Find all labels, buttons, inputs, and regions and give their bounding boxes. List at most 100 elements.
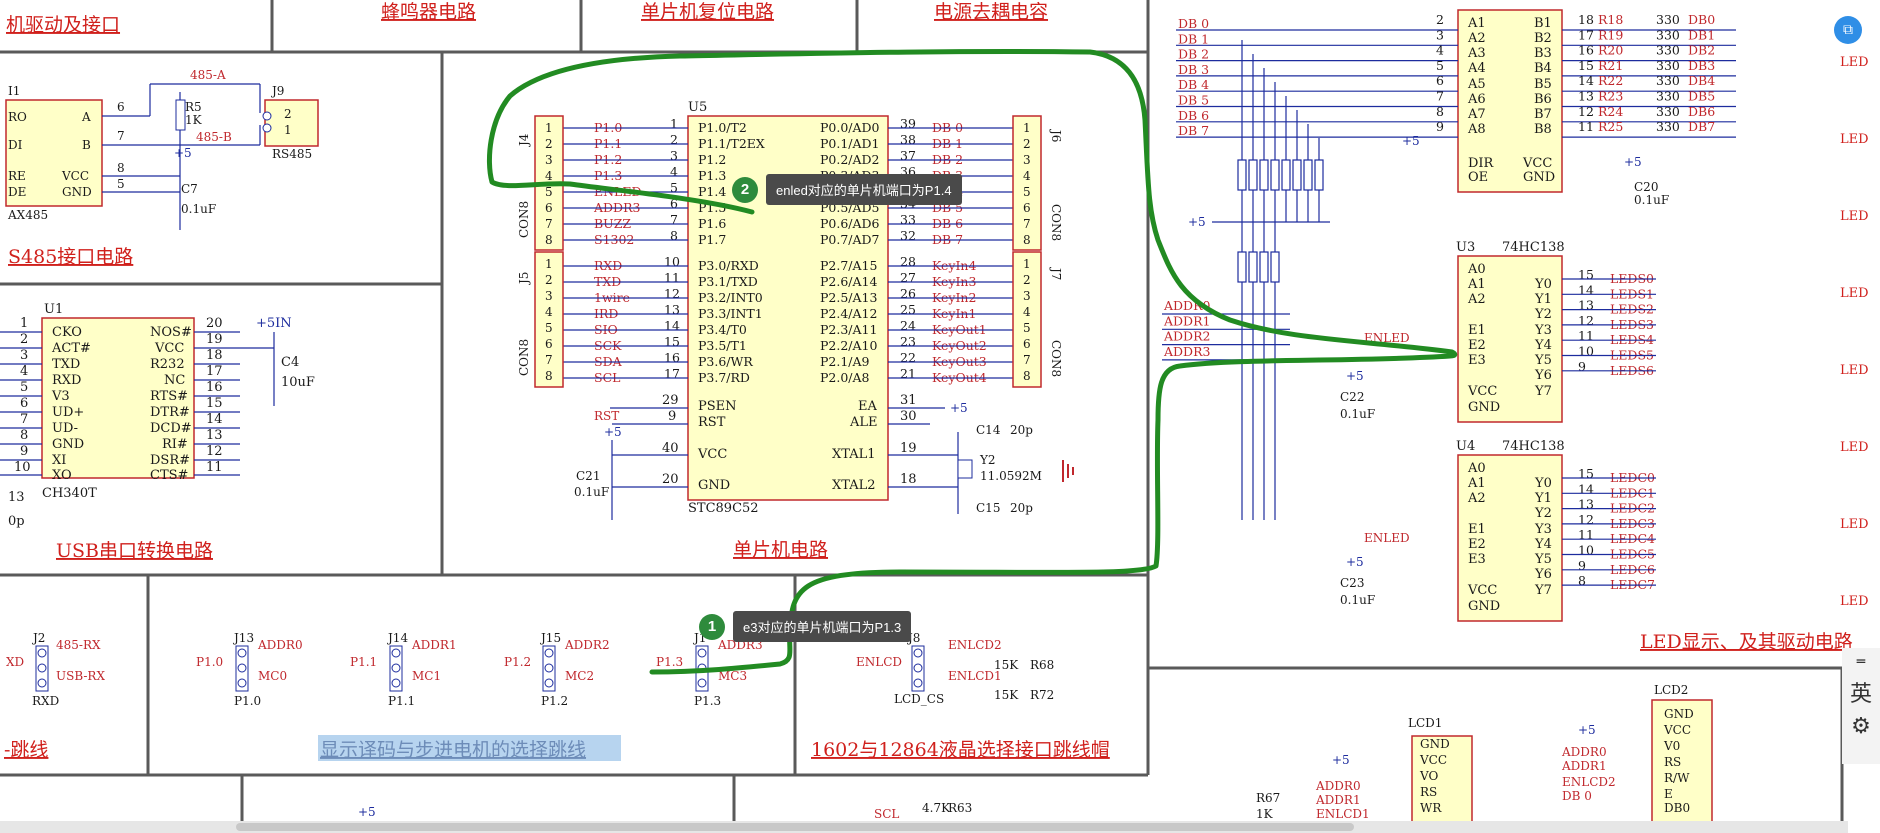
svg-text:VCC: VCC: [1663, 723, 1691, 737]
svg-text:CKO: CKO: [52, 325, 82, 340]
svg-text:J9: J9: [270, 84, 284, 98]
svg-text:NOS#: NOS#: [150, 325, 192, 340]
u5-pin-number: 28: [900, 254, 916, 269]
u5-pin-number: 23: [900, 334, 916, 349]
pin-number: 10: [1578, 543, 1594, 558]
svg-text:Y1: Y1: [1534, 491, 1552, 506]
svg-text:J6: J6: [1049, 128, 1063, 142]
resistor-ref: R21: [1598, 58, 1623, 73]
svg-text:ADDR1: ADDR1: [411, 638, 457, 652]
db-net-label: DB 7: [1178, 123, 1209, 138]
svg-text:E3: E3: [1468, 353, 1486, 368]
svg-text:J2: J2: [31, 631, 45, 645]
pen-annotations: [486, 48, 1458, 675]
svg-text:ADDR0: ADDR0: [1315, 779, 1361, 793]
svg-text:0.1uF: 0.1uF: [574, 485, 609, 499]
connector-pin: 4: [1023, 169, 1031, 183]
svg-text:B5: B5: [1534, 77, 1552, 92]
connector-pin: 3: [545, 153, 553, 167]
svg-text:+5: +5: [1346, 555, 1364, 569]
svg-text:XTAL2: XTAL2: [832, 478, 876, 493]
db-net-label: DB 4: [1178, 77, 1209, 92]
svg-text:A2: A2: [1467, 292, 1486, 307]
connector-pin: 2: [545, 273, 553, 287]
u5-pin-number: 21: [900, 366, 916, 381]
u5-pin-number: 10: [664, 254, 680, 269]
svg-text:8: 8: [117, 161, 125, 175]
svg-text:ADDR0: ADDR0: [257, 638, 303, 652]
svg-text:RXD: RXD: [52, 373, 81, 388]
u5-pin-number: 7: [670, 212, 678, 227]
svg-text:A: A: [81, 110, 91, 124]
scrollbar-thumb[interactable]: [236, 823, 1354, 831]
annotation-e3[interactable]: 1 e3对应的单片机端口为P1.3: [699, 611, 912, 642]
svg-text:P1.0: P1.0: [234, 694, 261, 708]
svg-text:U5: U5: [688, 100, 707, 115]
annotation-tooltip: e3对应的单片机端口为P1.3: [733, 611, 912, 642]
connector-pin: 3: [1023, 289, 1031, 303]
svg-text:RS: RS: [1664, 755, 1681, 769]
svg-text:TXD: TXD: [52, 357, 80, 372]
svg-text:RS: RS: [1420, 785, 1437, 799]
svg-text:LCD1: LCD1: [1408, 716, 1442, 730]
connector-pin: 8: [1023, 369, 1031, 383]
connector-pin: 5: [1023, 321, 1031, 335]
connector-pin: 7: [1023, 353, 1031, 367]
svg-text:3: 3: [20, 348, 28, 363]
pin-number: 11: [1578, 527, 1594, 542]
led-edge-label: LED: [1840, 363, 1869, 378]
svg-text:5: 5: [117, 177, 125, 191]
resistor-ref: R19: [1598, 27, 1623, 42]
language-toggle[interactable]: 英: [1849, 682, 1872, 707]
svg-text:RST: RST: [698, 415, 726, 430]
annotation-enled[interactable]: 2 enled对应的单片机端口为P1.4: [732, 174, 962, 205]
svg-text:RXD: RXD: [32, 694, 59, 708]
pin-number: 4: [1436, 43, 1444, 58]
connector-pin: 3: [545, 289, 553, 303]
floating-action-icon[interactable]: ⧉: [1834, 16, 1862, 44]
svg-text:+5: +5: [1332, 753, 1350, 767]
svg-text:ADDR1: ADDR1: [1561, 759, 1607, 773]
connector-pin: 2: [545, 137, 553, 151]
svg-text:RTS#: RTS#: [150, 389, 188, 404]
connector-pin: 6: [1023, 201, 1031, 215]
connector-pin: 2: [1023, 137, 1031, 151]
svg-text:I1: I1: [8, 84, 20, 98]
pin-number: 9: [1436, 119, 1444, 134]
svg-text:E3: E3: [1468, 552, 1486, 567]
svg-text:Y6: Y6: [1534, 567, 1552, 582]
addr-net-label: ADDR2: [1163, 329, 1210, 344]
connector-pin: 6: [1023, 337, 1031, 351]
pin-number: 12: [1578, 104, 1594, 119]
line-icon[interactable]: ═: [1856, 654, 1866, 670]
svg-text:A2: A2: [1467, 491, 1486, 506]
pin-number: 11: [1578, 119, 1594, 134]
title-mcu: 单片机电路: [733, 539, 828, 561]
svg-text:CON8: CON8: [517, 201, 531, 238]
svg-text:Y5: Y5: [1534, 353, 1552, 368]
resistor-value: 330: [1656, 119, 1680, 134]
pin-number: 3: [1436, 27, 1444, 42]
selection-highlight: [318, 735, 621, 761]
svg-text:C20: C20: [1634, 180, 1658, 194]
horizontal-scrollbar[interactable]: [0, 821, 1848, 833]
svg-text:J5: J5: [517, 272, 531, 286]
settings-icon[interactable]: ⚙: [1851, 714, 1871, 739]
u5-pin-name: P3.0/RXD: [698, 258, 759, 273]
title-led-display: LED显示、及其驱动电路: [1640, 631, 1853, 653]
u5-pin-name: P2.4/A12: [820, 306, 877, 321]
svg-text:PSEN: PSEN: [698, 399, 737, 414]
svg-text:MC3: MC3: [718, 669, 747, 683]
svg-text:DB 0: DB 0: [1562, 789, 1592, 803]
u5-pin-number: 27: [900, 270, 916, 285]
db-out-label: DB1: [1688, 27, 1715, 42]
db-net-label: DB 0: [1178, 16, 1209, 31]
svg-text:VO: VO: [1419, 769, 1438, 783]
resistor-value: 330: [1656, 73, 1680, 88]
svg-text:A3: A3: [1467, 46, 1486, 61]
u5-pin-name: P0.6/AD6: [820, 216, 880, 231]
led-edge-label: LED: [1840, 440, 1869, 455]
